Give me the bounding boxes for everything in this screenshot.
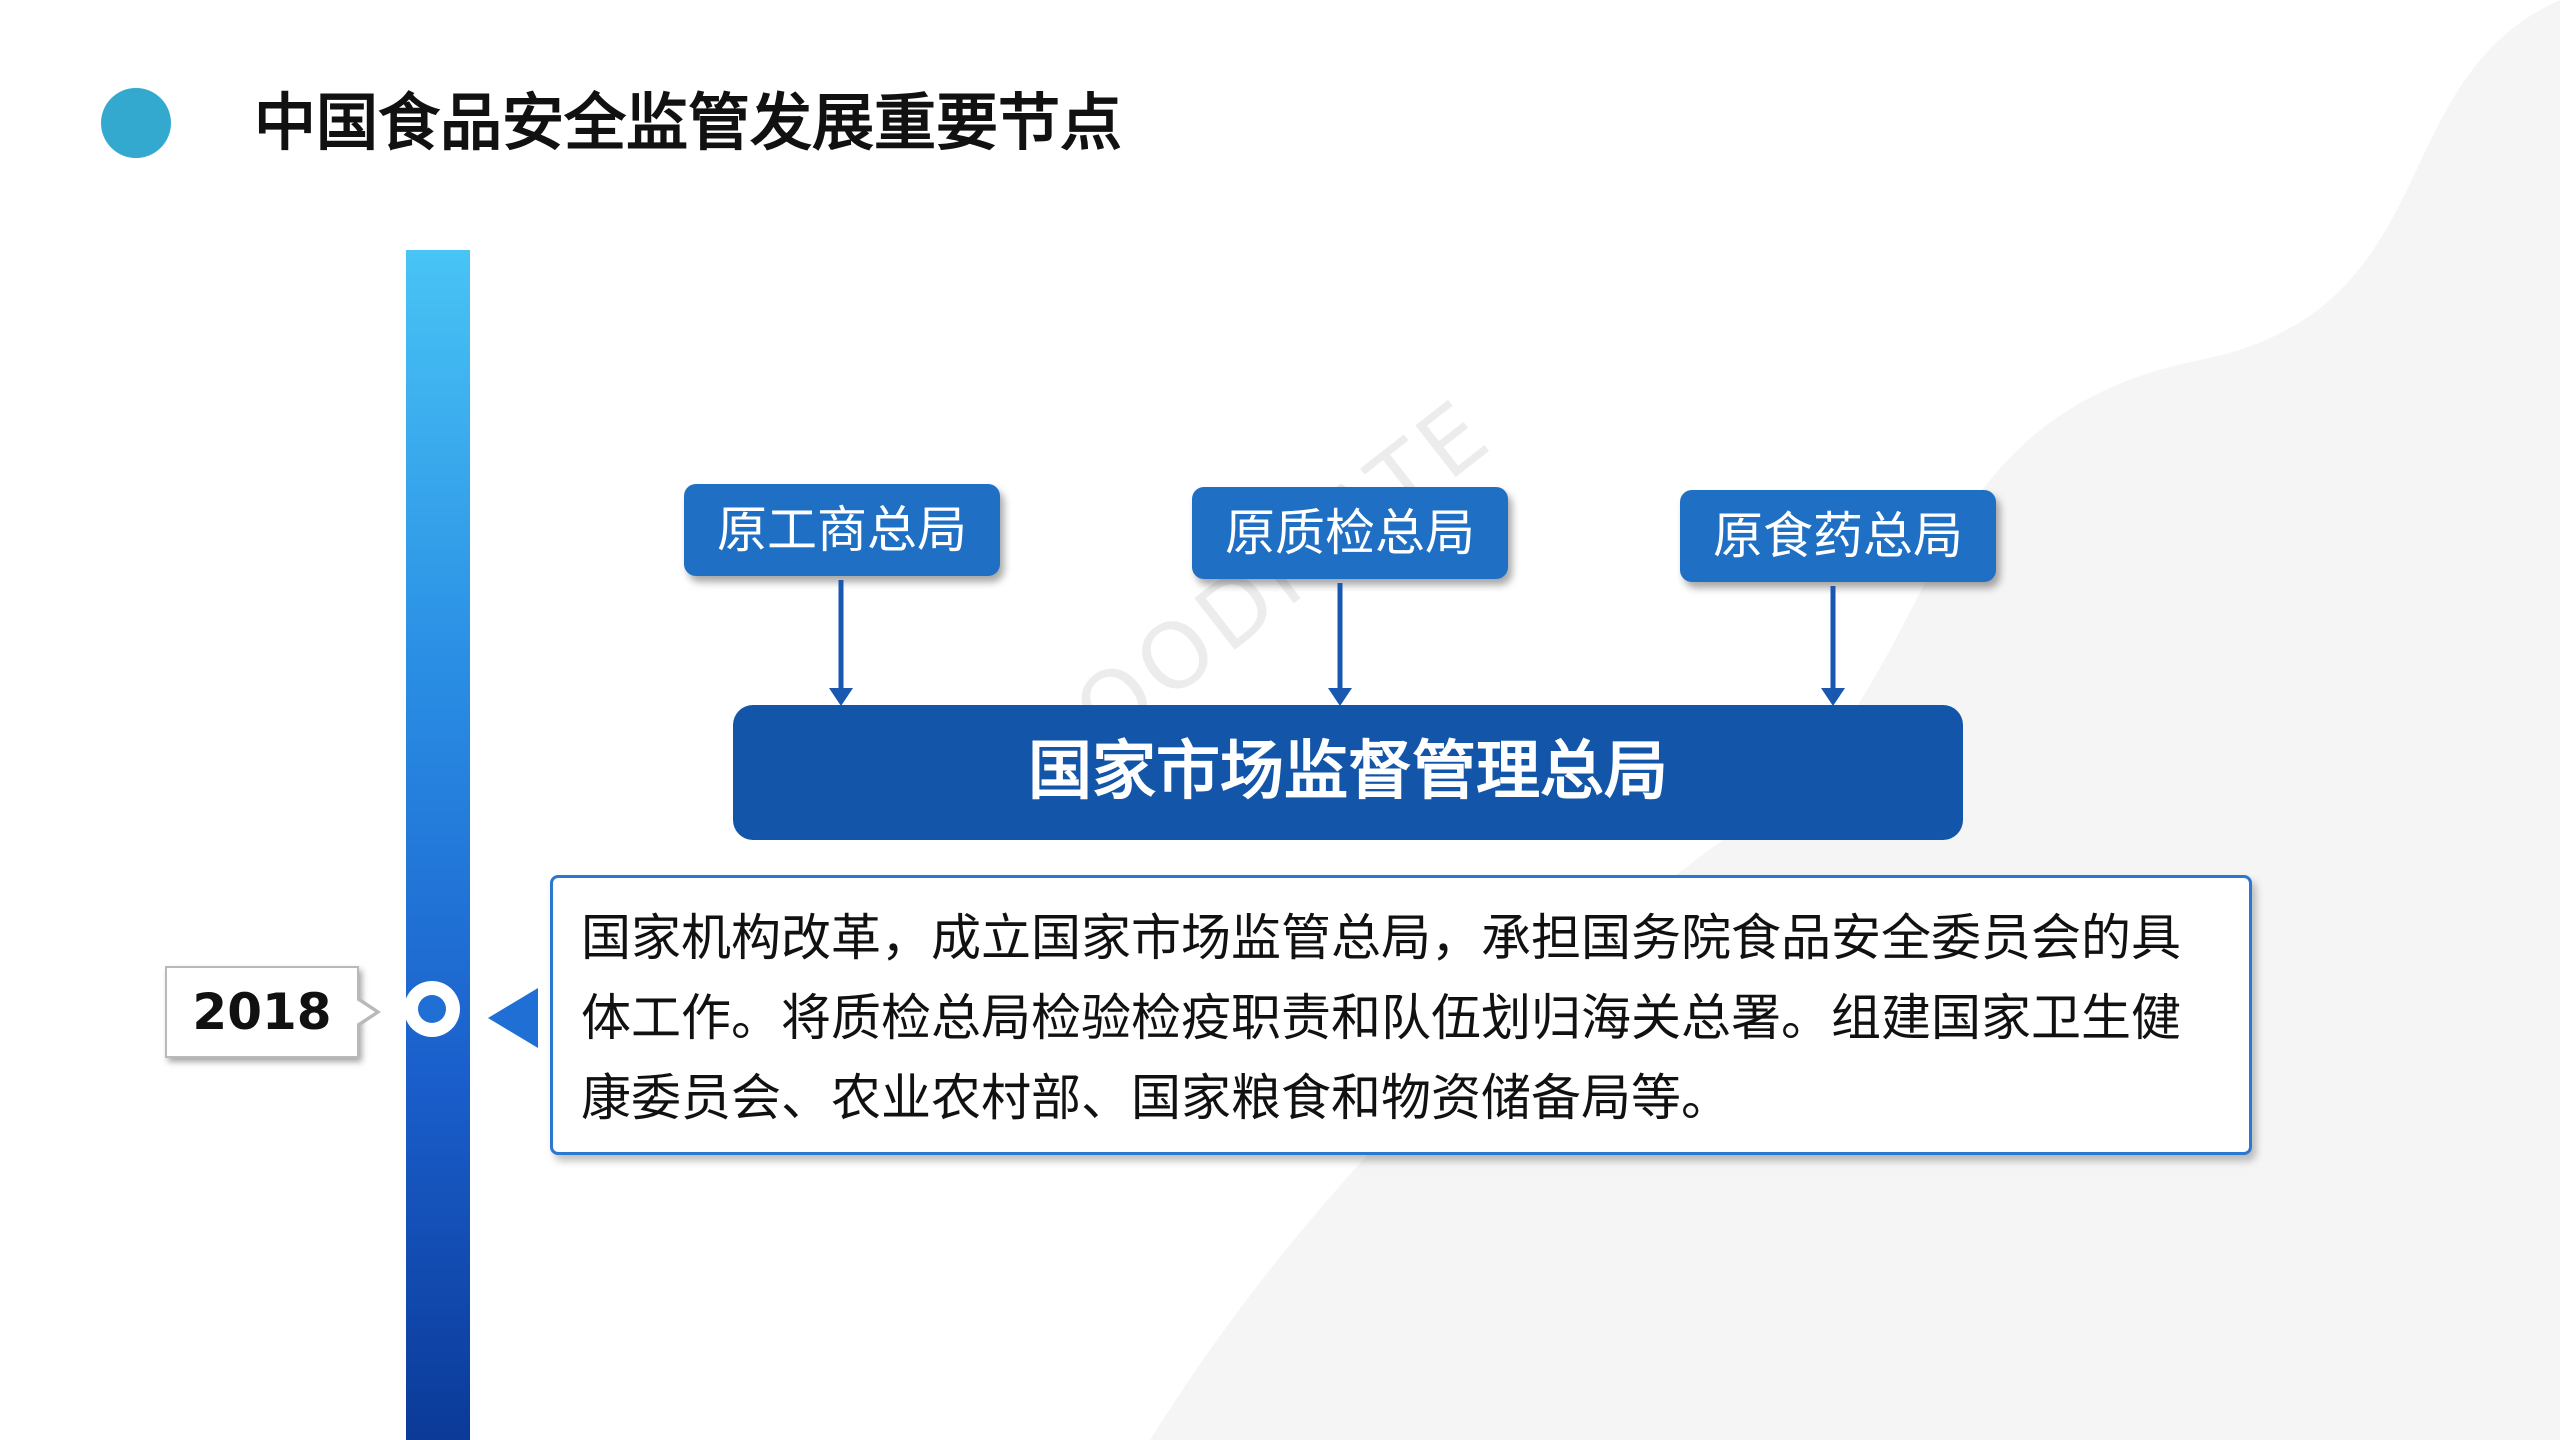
description-box: 国家机构改革，成立国家市场监管总局，承担国务院食品安全委员会的具体工作。将质检总…: [550, 875, 2252, 1155]
merged-agency-box: 国家市场监督管理总局: [733, 705, 1963, 840]
pointer-triangle-icon: [488, 988, 538, 1048]
agency-box-saic: 原工商总局: [684, 484, 1000, 576]
year-tag-arrow-fill: [355, 999, 375, 1025]
timeline-node-center: [418, 995, 446, 1023]
agency-box-cfda: 原食药总局: [1680, 490, 1996, 582]
title-bullet-dot: [101, 88, 171, 158]
page-title: 中国食品安全监管发展重要节点: [254, 86, 1123, 159]
year-tag: 2018: [165, 966, 359, 1058]
description-text: 国家机构改革，成立国家市场监管总局，承担国务院食品安全委员会的具体工作。将质检总…: [581, 909, 2181, 1127]
timeline-bar: [406, 250, 470, 1440]
agency-box-aqsiq: 原质检总局: [1192, 487, 1508, 579]
